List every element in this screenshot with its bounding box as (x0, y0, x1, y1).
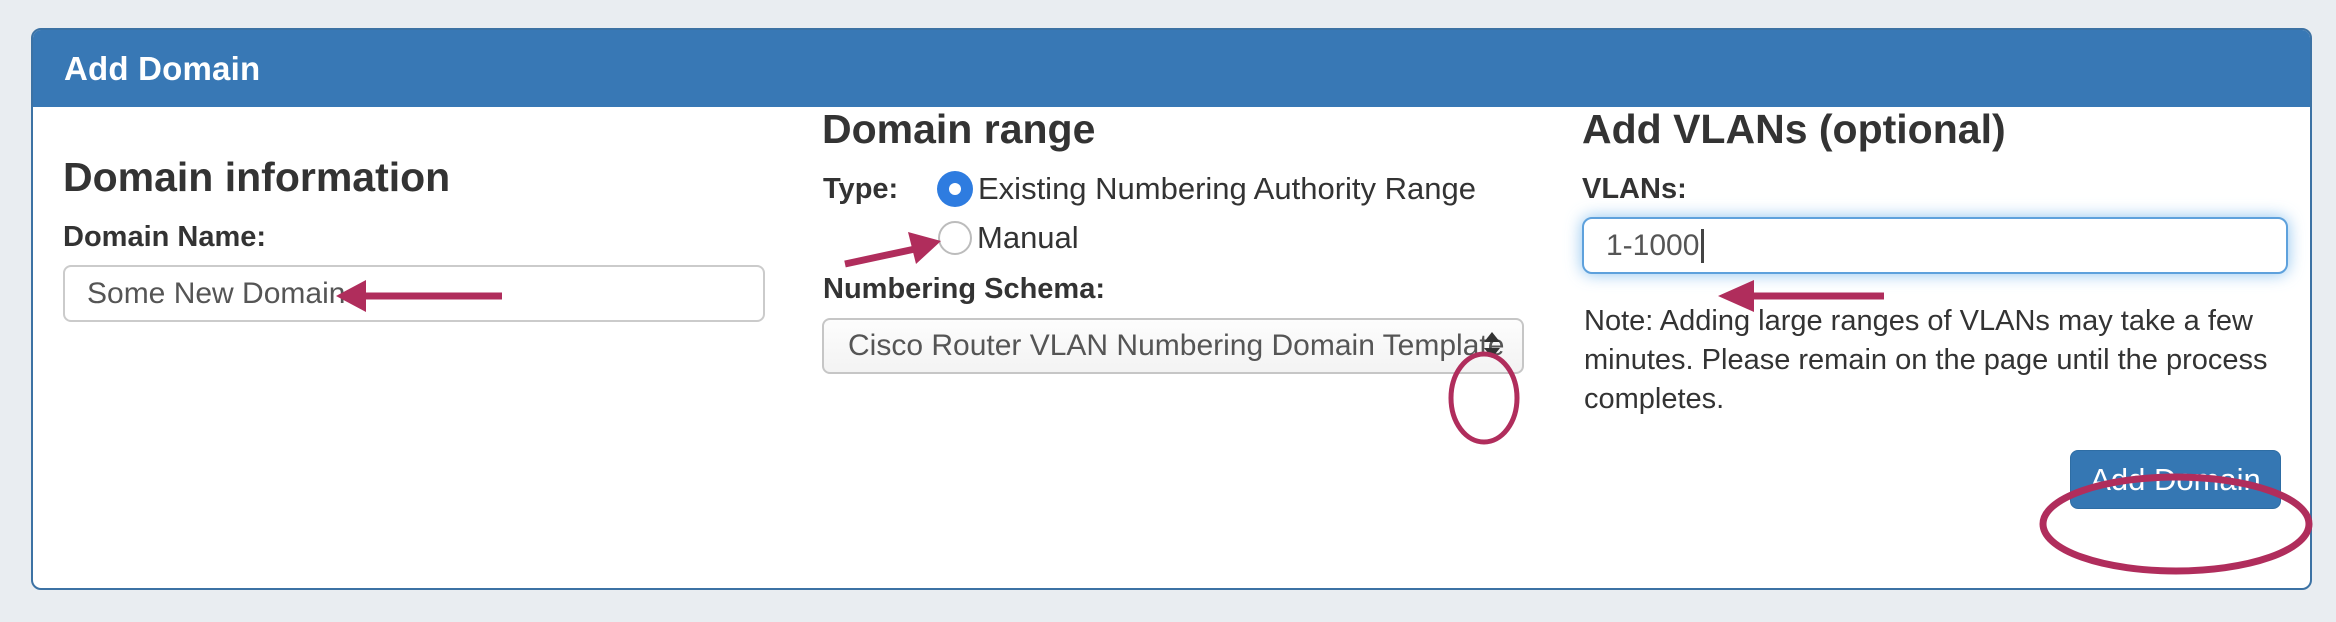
vlans-input-value: 1-1000 (1606, 228, 1700, 262)
numbering-schema-label: Numbering Schema: (823, 273, 1105, 305)
add-vlans-section: Add VLANs (optional) VLANs: 1-1000 Note:… (1582, 107, 2288, 527)
domain-information-section: Domain information Domain Name: (63, 155, 765, 322)
chevron-down-icon (1484, 348, 1500, 358)
chevron-up-icon (1484, 332, 1500, 342)
select-up-down-icon (1484, 332, 1500, 358)
vlans-input[interactable]: 1-1000 (1582, 217, 2288, 274)
radio-label-existing-range: Existing Numbering Authority Range (978, 171, 1476, 206)
vlans-label: VLANs: (1582, 173, 1687, 205)
radio-selected-icon[interactable] (937, 171, 973, 207)
panel-title: Add Domain (64, 49, 261, 87)
text-cursor (1701, 228, 1705, 263)
domain-information-heading: Domain information (63, 154, 451, 200)
radio-option-manual[interactable]: Manual (937, 219, 1079, 257)
panel-header: Add Domain (33, 30, 2310, 107)
vlans-note: Note: Adding large ranges of VLANs may t… (1584, 305, 2268, 415)
radio-unselected-icon[interactable] (938, 221, 972, 255)
radio-option-existing-range[interactable]: Existing Numbering Authority Range (937, 170, 1476, 208)
numbering-schema-selected-value: Cisco Router VLAN Numbering Domain Templ… (848, 329, 1505, 362)
add-domain-panel: Add Domain Domain information Domain Nam… (31, 28, 2312, 590)
domain-name-input[interactable] (63, 265, 765, 322)
add-vlans-heading: Add VLANs (optional) (1582, 106, 2006, 152)
domain-name-label: Domain Name: (63, 221, 267, 253)
add-domain-button[interactable]: Add Domain (2070, 450, 2281, 509)
numbering-schema-select[interactable]: Cisco Router VLAN Numbering Domain Templ… (822, 318, 1524, 374)
domain-range-section: Domain range Type: Existing Numbering Au… (822, 107, 1524, 447)
domain-range-heading: Domain range (822, 106, 1096, 152)
radio-label-manual: Manual (977, 220, 1079, 255)
type-label: Type: (823, 173, 899, 205)
